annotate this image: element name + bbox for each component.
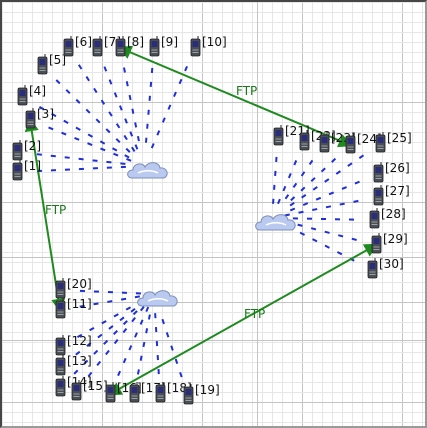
mobile-node[interactable]: [2] bbox=[12, 139, 41, 161]
ftp-links: FTP FTP FTP bbox=[24, 45, 379, 396]
mobile-node[interactable]: [28] bbox=[369, 207, 406, 229]
mobile-node[interactable]: [1] bbox=[12, 159, 41, 181]
node-label: [5] bbox=[49, 53, 66, 67]
node-label: [9] bbox=[161, 35, 178, 49]
mobile-node[interactable]: [26] bbox=[373, 161, 410, 183]
mobile-node[interactable]: [8] bbox=[115, 35, 144, 57]
node-label: [12] bbox=[67, 334, 92, 348]
mobile-device-icon bbox=[105, 382, 116, 403]
cloud-access-point-icon bbox=[255, 214, 296, 231]
mobile-device-icon bbox=[155, 382, 166, 403]
node-label: [27] bbox=[385, 184, 410, 198]
mobile-device-icon bbox=[183, 384, 194, 405]
mobile-node[interactable]: [25] bbox=[375, 131, 412, 153]
signal-ray bbox=[272, 156, 278, 204]
signal-ray bbox=[290, 157, 337, 202]
mobile-device-icon bbox=[55, 298, 66, 319]
mobile-node[interactable]: [13] bbox=[55, 354, 92, 376]
node-label: [25] bbox=[387, 131, 412, 145]
node-label: [19] bbox=[195, 383, 220, 397]
ftp-link-label: FTP bbox=[236, 84, 257, 98]
mobile-nodes: [1][2][3][4][5][6][7][8][9][10][11][12][… bbox=[12, 35, 412, 405]
mobile-device-icon bbox=[55, 376, 66, 397]
mobile-device-icon bbox=[373, 162, 384, 183]
mobile-node[interactable]: [11] bbox=[55, 297, 92, 319]
mobile-device-icon bbox=[149, 36, 160, 57]
mobile-device-icon bbox=[345, 133, 356, 154]
mobile-device-icon bbox=[55, 278, 66, 299]
node-label: [2] bbox=[24, 139, 41, 153]
ftp-link: FTP bbox=[24, 117, 66, 313]
ftp-link-label: FTP bbox=[45, 203, 66, 217]
mobile-node[interactable]: [10] bbox=[190, 35, 227, 57]
node-label: [4] bbox=[29, 84, 46, 98]
ftp-link: FTP bbox=[107, 243, 379, 396]
mobile-device-icon bbox=[299, 130, 310, 151]
mobile-device-icon bbox=[375, 132, 386, 153]
mobile-node[interactable]: [12] bbox=[55, 334, 92, 356]
mobile-device-icon bbox=[37, 54, 48, 75]
mobile-device-icon bbox=[12, 140, 23, 161]
mobile-node[interactable]: [4] bbox=[17, 84, 46, 106]
mobile-device-icon bbox=[369, 208, 380, 229]
signal-ray bbox=[289, 180, 360, 212]
mobile-device-icon bbox=[367, 258, 378, 279]
node-label: [6] bbox=[75, 35, 92, 49]
ftp-link-line bbox=[24, 117, 66, 313]
node-label: [30] bbox=[379, 257, 404, 271]
ftp-link-line bbox=[117, 45, 353, 148]
mobile-device-icon bbox=[25, 108, 36, 129]
mobile-node[interactable]: [9] bbox=[149, 35, 178, 57]
signal-ray bbox=[292, 217, 355, 221]
mobile-node[interactable]: [24] bbox=[345, 132, 382, 154]
node-label: [24] bbox=[357, 132, 382, 146]
ftp-link-label: FTP bbox=[244, 307, 265, 321]
mobile-node[interactable]: [6] bbox=[63, 35, 92, 57]
mobile-device-icon bbox=[115, 36, 126, 57]
mobile-device-icon bbox=[190, 36, 201, 57]
mobile-device-icon bbox=[92, 36, 103, 57]
mobile-node[interactable]: [20] bbox=[55, 277, 92, 299]
mobile-device-icon bbox=[12, 160, 23, 181]
mobile-node[interactable]: [15] bbox=[71, 379, 108, 401]
node-label: [1] bbox=[24, 159, 41, 173]
mobile-device-icon bbox=[129, 382, 140, 403]
ftp-link: FTP bbox=[117, 45, 353, 148]
node-label: [29] bbox=[383, 232, 408, 246]
mobile-node[interactable]: [5] bbox=[37, 53, 66, 75]
mobile-node[interactable]: [3] bbox=[25, 107, 54, 129]
mobile-device-icon bbox=[63, 36, 74, 57]
node-label: [28] bbox=[381, 207, 406, 221]
mobile-device-icon bbox=[17, 85, 28, 106]
node-label: [3] bbox=[37, 107, 54, 121]
node-label: [11] bbox=[67, 297, 92, 311]
mobile-node[interactable]: [19] bbox=[183, 383, 220, 405]
ftp-link-line bbox=[107, 243, 379, 396]
mobile-node[interactable]: [30] bbox=[367, 257, 404, 279]
node-label: [10] bbox=[202, 35, 227, 49]
node-label: [15] bbox=[83, 379, 108, 393]
mobile-device-icon bbox=[273, 125, 284, 146]
mobile-device-icon bbox=[71, 380, 82, 401]
node-label: [8] bbox=[127, 35, 144, 49]
signal-ray bbox=[289, 154, 365, 207]
cloud-access-point-icon bbox=[127, 162, 168, 179]
mobile-node[interactable]: [29] bbox=[371, 232, 408, 254]
signal-ray bbox=[297, 223, 357, 241]
mobile-device-icon bbox=[319, 132, 330, 153]
node-label: [20] bbox=[67, 277, 92, 291]
mobile-device-icon bbox=[371, 233, 382, 254]
node-label: [26] bbox=[385, 161, 410, 175]
signal-ray bbox=[55, 79, 131, 153]
signal-ray bbox=[284, 159, 314, 200]
mobile-node[interactable]: [27] bbox=[373, 184, 410, 206]
mobile-device-icon bbox=[55, 335, 66, 356]
mobile-device-icon bbox=[55, 355, 66, 376]
mobile-device-icon bbox=[373, 185, 384, 206]
signal-ray bbox=[277, 160, 298, 205]
node-label: [13] bbox=[67, 354, 92, 368]
